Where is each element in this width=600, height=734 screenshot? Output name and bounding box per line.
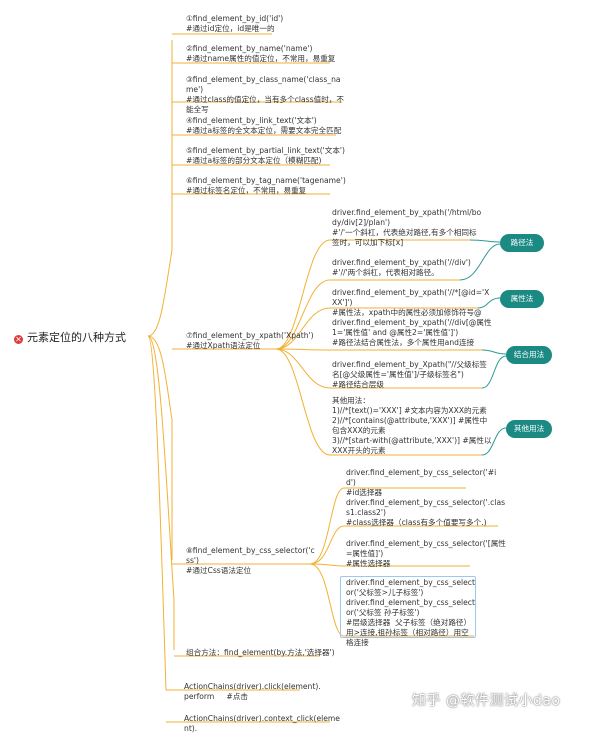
topic-find-by-tag-name[interactable]: ⑥find_element_by_tag_name('tagename') #通… <box>186 176 346 195</box>
topic-find-by-name[interactable]: ②find_element_by_name('name') #通过name属性的… <box>186 44 336 63</box>
topic-find-by-partial-link-text[interactable]: ⑤find_element_by_partial_link_text('文本')… <box>186 146 345 165</box>
tag-attribute-method[interactable]: 属性法 <box>500 290 544 308</box>
topic-find-by-class-name[interactable]: ③find_element_by_class_name('class_name'… <box>186 75 344 114</box>
css-class-selector[interactable]: driver.find_element_by_css_selector('.cl… <box>346 498 506 527</box>
xpath-relative-path[interactable]: driver.find_element_by_xpath('//div') #'… <box>332 258 471 277</box>
xpath-other-usages[interactable]: 其他用法： 1)//*[text()='XXX'] #文本内容为XXX的元素 2… <box>332 396 492 455</box>
xpath-hierarchy[interactable]: driver.find_element_by_Xpath("//父级标签名[@父… <box>332 360 487 389</box>
css-attribute-selector[interactable]: driver.find_element_by_css_selector('[属性… <box>346 539 506 568</box>
close-icon[interactable]: ✕ <box>14 335 23 344</box>
root-label: 元素定位的八种方式 <box>27 331 126 344</box>
topic-find-by-xpath[interactable]: ⑦find_element_by_xpath('Xpath') #通过Xpath… <box>186 331 314 350</box>
topic-find-by-id[interactable]: ①find_element_by_id('id') #通过id定位，id是唯一的 <box>186 14 284 33</box>
tag-other-usage[interactable]: 其他用法 <box>506 420 552 438</box>
css-id-selector[interactable]: driver.find_element_by_css_selector('#id… <box>346 468 497 497</box>
watermark: 知乎 @软件测试小dao <box>412 693 561 709</box>
tag-path-method[interactable]: 路径法 <box>500 234 544 252</box>
css-hierarchy-selector[interactable]: driver.find_element_by_css_selector('父标签… <box>346 578 475 647</box>
topic-combined-method[interactable]: 组合方法：find_element(by.方法,'选择器') <box>186 648 335 657</box>
action-click[interactable]: ActionChains(driver).click(element). per… <box>184 682 321 701</box>
xpath-attribute[interactable]: driver.find_element_by_xpath('//*[@id='X… <box>332 288 490 317</box>
xpath-absolute-path[interactable]: driver.find_element_by_xpath('/html/body… <box>332 208 482 247</box>
xpath-path-and-attribute[interactable]: driver.find_element_by_xpath('//div[@属性1… <box>332 318 492 347</box>
topic-find-by-link-text[interactable]: ④find_element_by_link_text('文本') #通过a标签的… <box>186 116 342 135</box>
tag-combined-usage[interactable]: 结合用法 <box>506 346 552 364</box>
action-context-click[interactable]: ActionChains(driver).context_click(eleme… <box>184 714 340 733</box>
root-topic[interactable]: ✕ 元素定位的八种方式 <box>14 329 126 345</box>
topic-find-by-css-selector[interactable]: ⑧find_element_by_css_selector('css') #通过… <box>186 546 315 575</box>
selected-topic-frame <box>340 576 476 638</box>
